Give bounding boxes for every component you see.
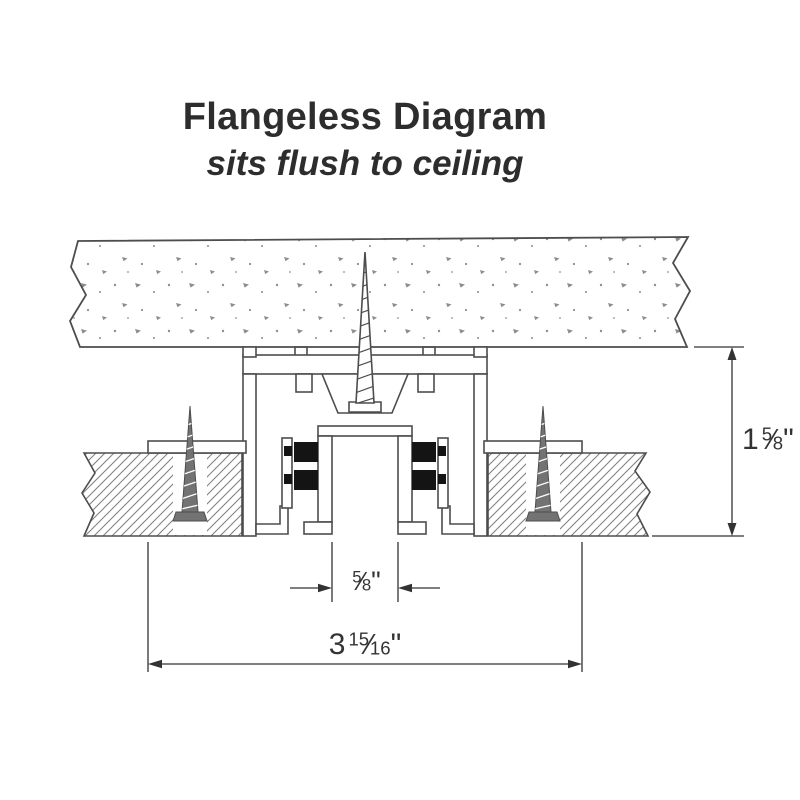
fraction-slash: ⁄ xyxy=(359,568,364,596)
gasket-left xyxy=(281,437,318,509)
gasket-tab xyxy=(438,446,446,456)
drywall-left xyxy=(81,452,243,537)
extrusion-inner-foot-right xyxy=(397,521,427,535)
extrusion-notch-left xyxy=(295,373,313,393)
extrusion-outer-wall-right xyxy=(473,373,488,537)
dim-unit: " xyxy=(390,628,402,661)
dimension-width xyxy=(147,542,583,672)
arrowhead-left xyxy=(398,583,412,593)
extrusion-tab-left xyxy=(242,346,257,358)
title-block: Flangeless Diagram sits flush to ceiling xyxy=(0,96,730,184)
extrusion-inner-wall-right xyxy=(397,435,413,523)
drywall-right xyxy=(487,452,651,537)
drywall-left-panel xyxy=(81,452,243,537)
dim-unit: " xyxy=(783,423,794,456)
gasket-block xyxy=(412,442,436,462)
arrowhead-left xyxy=(148,659,162,669)
gasket-tab xyxy=(438,474,446,484)
extrusion-foot-left xyxy=(255,505,289,535)
dim-unit: " xyxy=(371,566,381,596)
dimension-height xyxy=(652,346,744,537)
ceiling xyxy=(69,236,692,348)
gasket-block xyxy=(294,442,318,462)
ceiling-outline xyxy=(69,236,692,348)
gasket-block xyxy=(294,470,318,490)
trim-flange-right xyxy=(483,440,583,454)
dim-whole: 1 xyxy=(742,423,759,456)
arrowhead-down xyxy=(727,523,737,536)
extrusion-hook-left xyxy=(294,346,308,355)
arrowhead-right xyxy=(568,659,582,669)
extrusion-inner-foot-left xyxy=(303,521,333,535)
drywall-right-panel xyxy=(487,452,651,537)
arrowhead-up xyxy=(727,347,737,360)
dim-numerator: 5 xyxy=(352,567,362,587)
trim-flange-left xyxy=(147,440,247,454)
dim-denominator: 8 xyxy=(772,432,784,454)
extrusion-notch-right xyxy=(417,373,435,393)
extrusion-foot-right xyxy=(441,505,475,535)
dimension-gap xyxy=(290,542,440,602)
extrusion-inner-wall-left xyxy=(317,435,333,523)
dim-numerator: 5 xyxy=(761,423,773,445)
diagram-title: Flangeless Diagram xyxy=(182,96,548,138)
gasket-tab xyxy=(284,474,292,484)
fraction-slash: ⁄ xyxy=(367,629,372,661)
extrusion-tab-right xyxy=(473,346,488,358)
gasket-strip-right xyxy=(437,437,449,509)
arrowhead-right xyxy=(318,583,332,593)
gasket-right xyxy=(412,437,449,509)
fraction-slash: ⁄ xyxy=(770,424,775,456)
dim-denominator: 8 xyxy=(361,575,372,595)
gasket-strip-left xyxy=(281,437,293,509)
gasket-block xyxy=(412,470,436,490)
extrusion-outer-wall-left xyxy=(242,373,257,537)
track-extrusion xyxy=(147,346,583,537)
extrusion-cavity-top xyxy=(317,425,413,437)
gasket-tab xyxy=(284,446,292,456)
dim-numerator: 15 xyxy=(348,628,370,650)
dim-denominator: 16 xyxy=(369,637,391,659)
extrusion-hook-right xyxy=(422,346,436,355)
dim-gap-label: 5⁄8" xyxy=(322,566,408,597)
dim-whole: 3 xyxy=(328,628,346,661)
diagram-subtitle: sits flush to ceiling xyxy=(206,144,524,183)
